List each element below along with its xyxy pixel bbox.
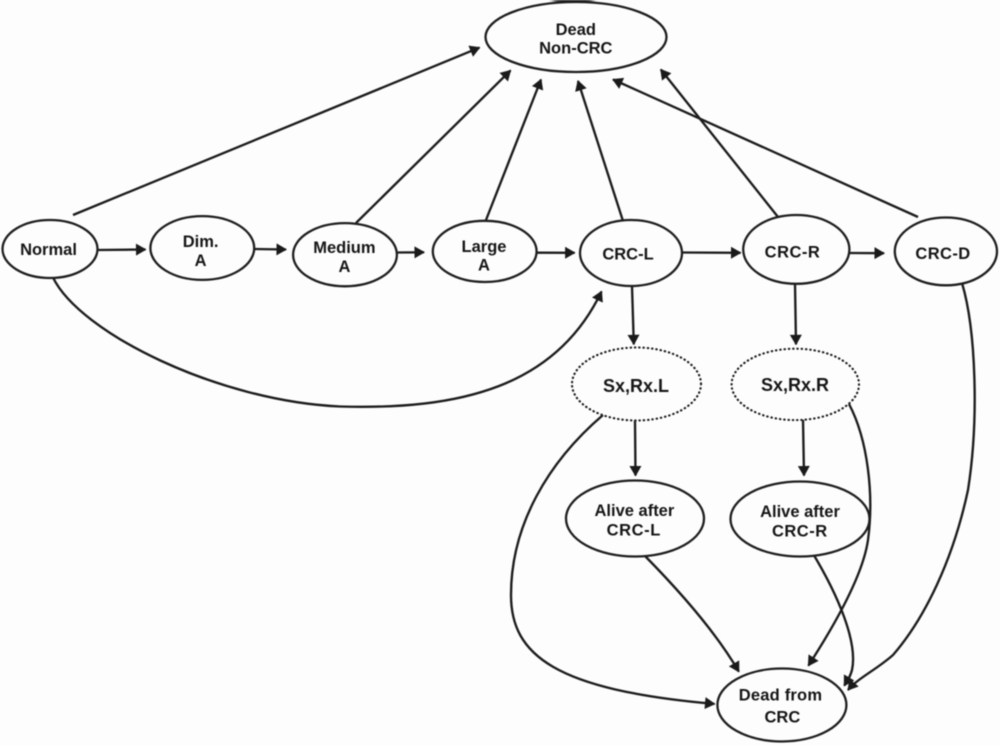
svg-text:Sx,Rx.L: Sx,Rx.L	[603, 376, 669, 396]
svg-text:CRC-R: CRC-R	[765, 244, 821, 262]
svg-text:CRC: CRC	[765, 709, 801, 727]
svg-text:Non-CRC: Non-CRC	[539, 40, 612, 58]
svg-text:CRC-R: CRC-R	[772, 523, 828, 541]
svg-text:CRC-D: CRC-D	[915, 245, 970, 263]
svg-text:Sx,Rx.R: Sx,Rx.R	[761, 375, 829, 395]
svg-text:Medium: Medium	[313, 239, 375, 257]
svg-text:Normal: Normal	[20, 241, 77, 259]
svg-text:Dim.: Dim.	[183, 233, 219, 251]
svg-text:A: A	[478, 257, 490, 275]
svg-text:Alive after: Alive after	[760, 503, 840, 521]
svg-text:Dead from: Dead from	[739, 687, 822, 705]
svg-text:Dead: Dead	[556, 21, 596, 39]
svg-text:Alive after: Alive after	[595, 502, 675, 520]
svg-text:A: A	[338, 258, 350, 276]
svg-text:CRC-L: CRC-L	[607, 522, 661, 540]
svg-text:Large: Large	[462, 238, 507, 256]
svg-text:CRC-L: CRC-L	[602, 246, 653, 264]
svg-text:A: A	[195, 252, 207, 270]
